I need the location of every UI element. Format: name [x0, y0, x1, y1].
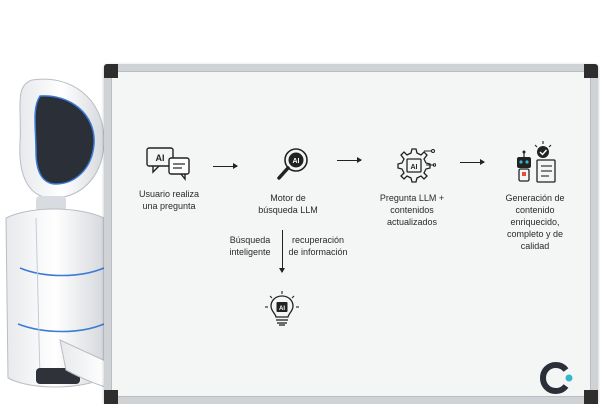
step-3-label: Pregunta LLM + contenidos actualizados [379, 193, 445, 227]
frame-corner [584, 64, 598, 78]
chat-ai-icon: AI [146, 147, 190, 181]
ai-lightbulb-icon: AI [265, 291, 299, 326]
branch-right-label: recuperación de información [288, 235, 348, 257]
step-1-label: Usuario realiza una pregunta [138, 189, 200, 211]
robot-document-icon [517, 141, 556, 183]
flow-arrow [213, 163, 238, 169]
branch-arrow [279, 230, 285, 273]
step-4-label: Generación de contenido enriquecido, com… [505, 193, 565, 251]
ai-search-icon: AI [277, 148, 308, 180]
frame-corner [584, 390, 598, 404]
search-ai-label: AI [293, 158, 300, 165]
flow-arrow [337, 157, 362, 163]
whiteboard [104, 64, 598, 404]
frame-corner [104, 390, 118, 404]
bulb-ai-label: AI [279, 306, 285, 312]
gear-ai-label: AI [411, 164, 418, 171]
frame-corner [104, 64, 118, 78]
ai-gear-icon: AI [397, 148, 436, 183]
step-2-label: Motor de búsqueda LLM [258, 193, 318, 215]
brand-logo-icon [540, 362, 573, 394]
flow-arrow [460, 159, 485, 165]
chat-ai-label: AI [156, 153, 165, 163]
branch-left-label: Búsqueda inteligente [229, 235, 271, 257]
robot-figure [5, 78, 152, 393]
